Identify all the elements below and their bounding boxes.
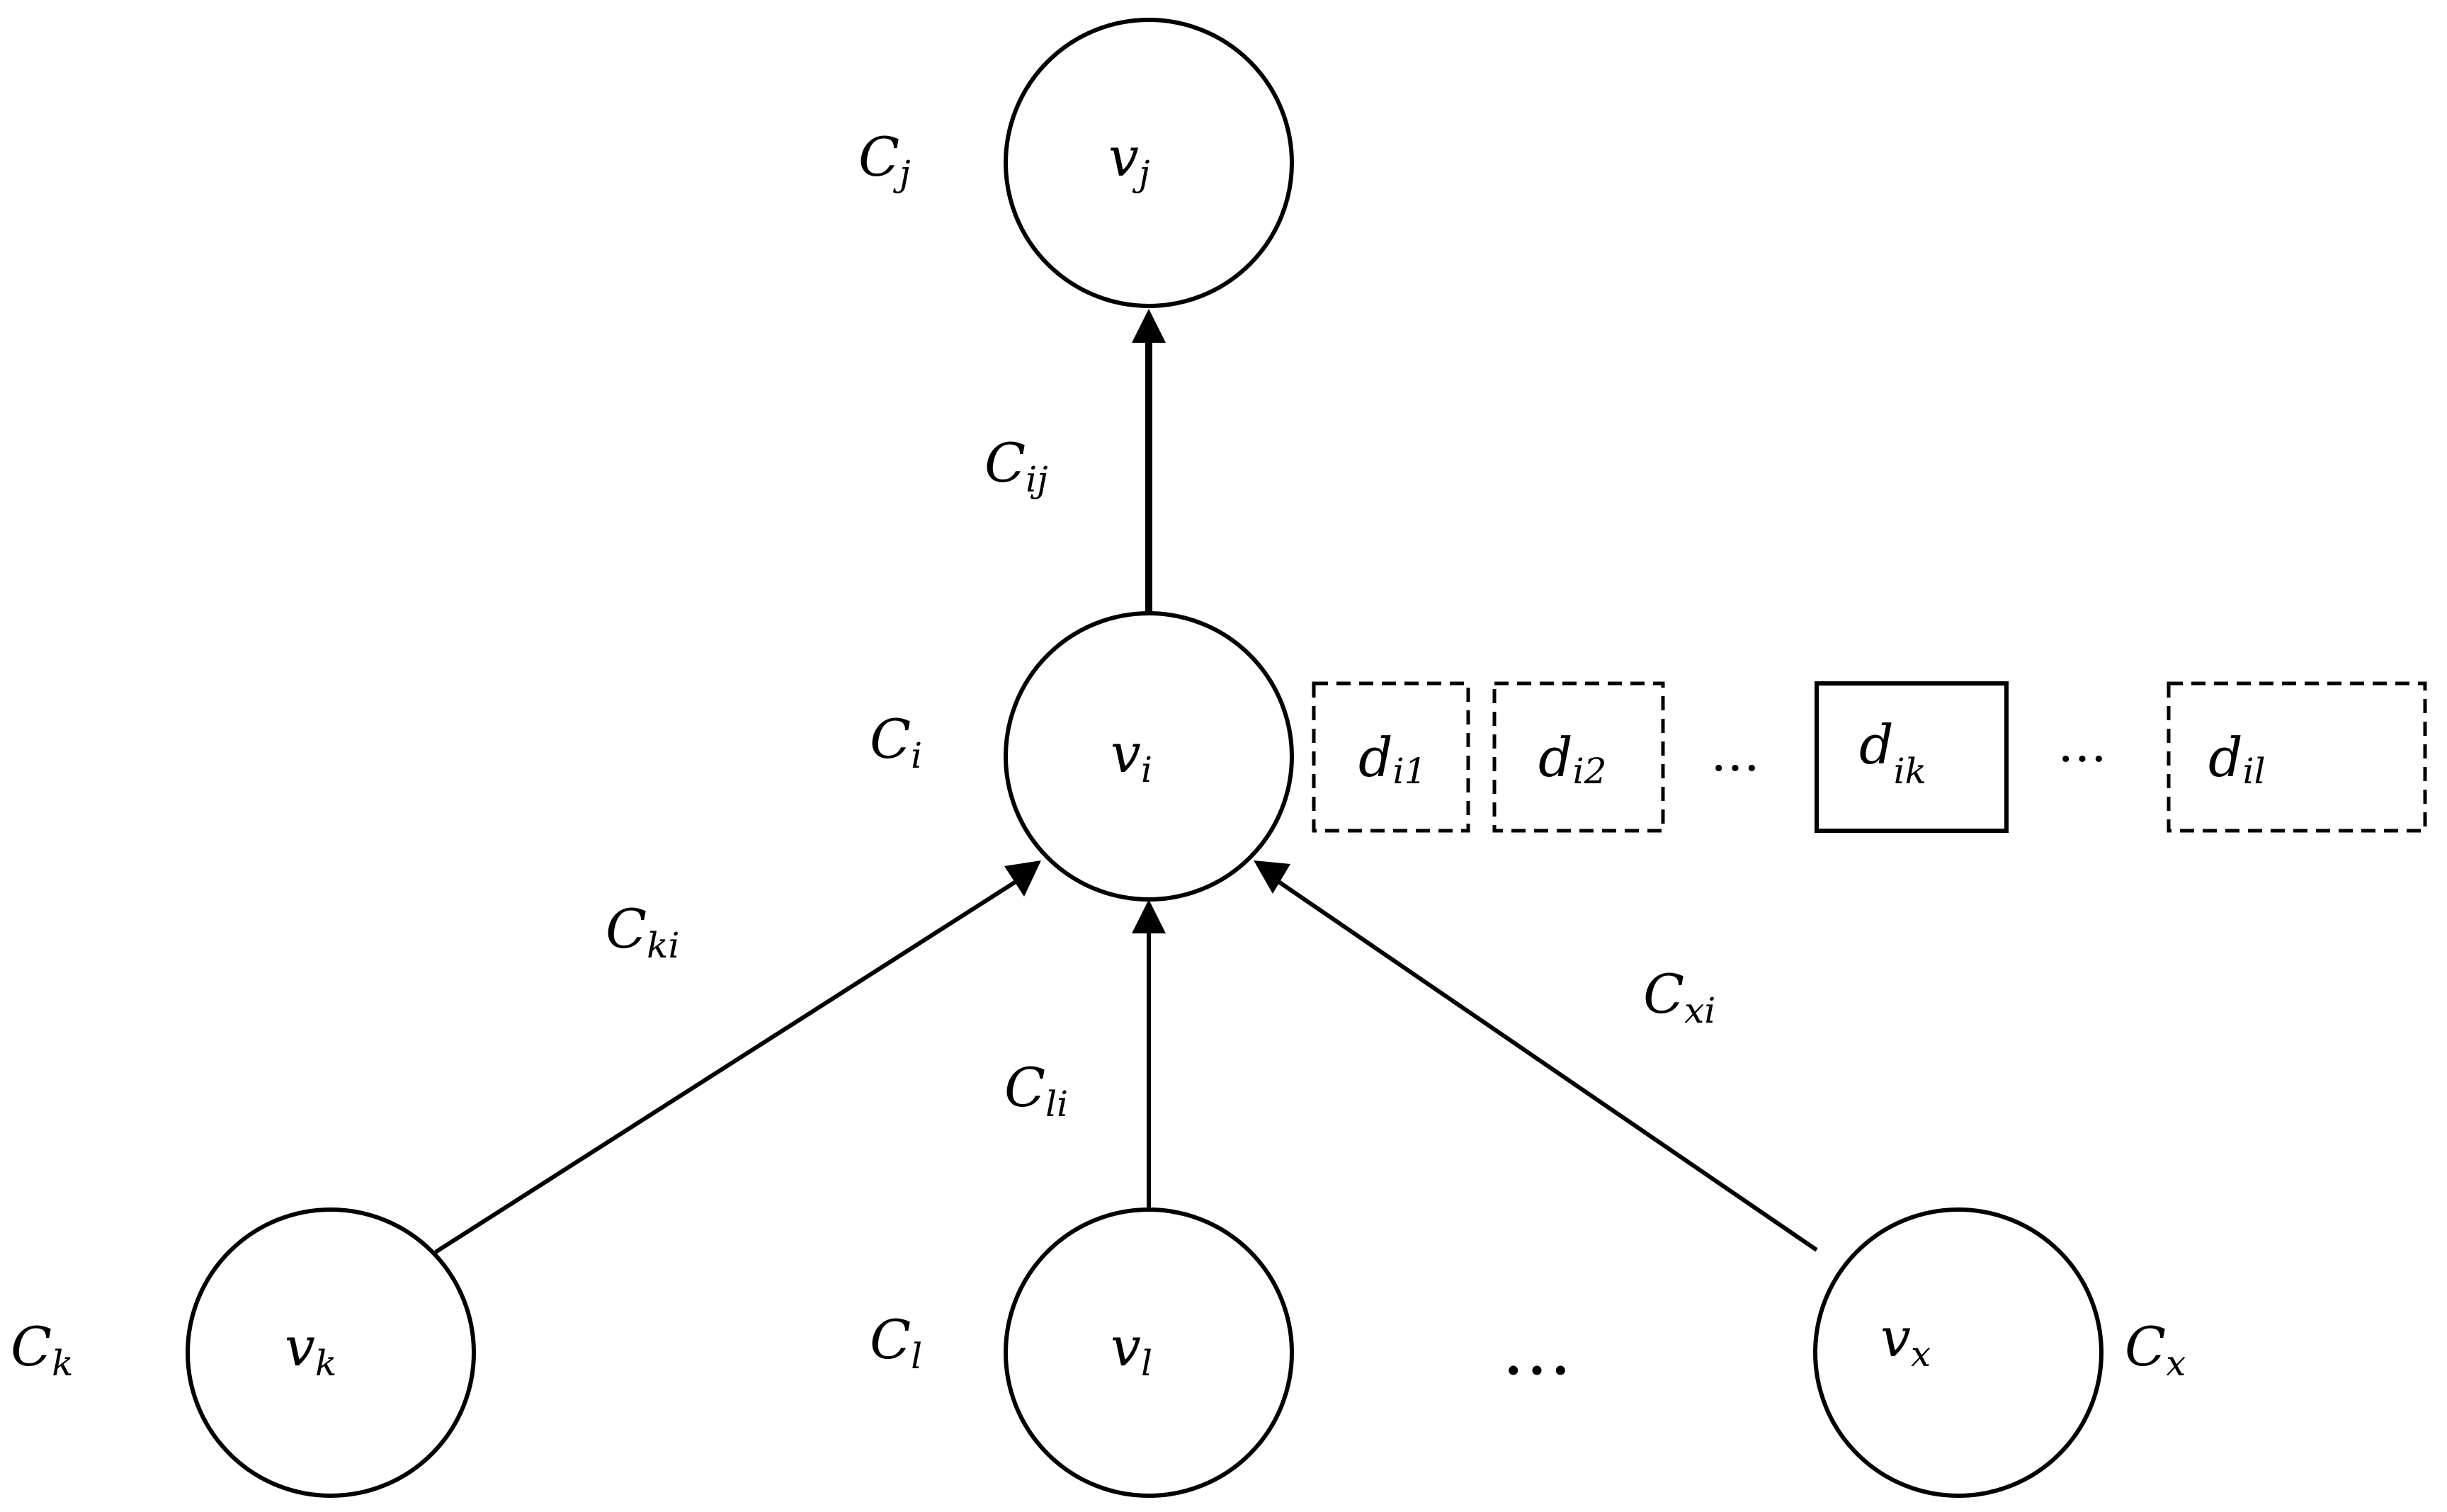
node-vi [1004, 611, 1294, 902]
node-text-vl: vl [1111, 1315, 1152, 1384]
label-cj: Cj [858, 125, 911, 194]
box-di1 [1312, 681, 1470, 833]
node-text-vj: vj [1108, 125, 1149, 194]
arrowhead-xi [1254, 860, 1290, 894]
box-dil [2167, 681, 2427, 833]
box-text-dil: dil [2208, 726, 2266, 792]
label-cx: Cx [2125, 1315, 2186, 1384]
node-text-vk: vk [285, 1315, 336, 1384]
arrowhead-ki [1004, 860, 1041, 897]
node-vl [1004, 1207, 1294, 1498]
label-cki: Cki [606, 897, 679, 966]
node-text-vi: vi [1111, 722, 1152, 790]
label-cij: Cij [984, 431, 1048, 500]
label-cxi: Cxi [1643, 962, 1715, 1031]
ellipsis-box-row-1: … [1710, 724, 1760, 783]
edge-vx-vi [1272, 876, 1818, 1252]
ellipsis-bottom-row: … [1501, 1308, 1572, 1391]
node-vk [186, 1207, 476, 1498]
arrowhead-vj [1132, 309, 1166, 343]
ellipsis-box-row-2: … [2057, 715, 2107, 773]
label-ck: Ck [11, 1315, 73, 1384]
box-dik [1815, 681, 2009, 833]
box-di2 [1492, 681, 1665, 833]
edge-vk-vi [434, 876, 1023, 1254]
node-text-vx: vx [1880, 1306, 1931, 1375]
label-cli: Cli [1004, 1056, 1068, 1125]
box-text-di1: di1 [1358, 726, 1426, 792]
arrowhead-li [1132, 899, 1166, 933]
label-ci: Ci [870, 707, 922, 776]
node-vx [1813, 1207, 2103, 1498]
box-text-di2: di2 [1538, 726, 1606, 792]
label-cl: Cl [870, 1308, 922, 1377]
node-vj [1004, 18, 1294, 308]
box-text-dik: dik [1859, 713, 1926, 792]
